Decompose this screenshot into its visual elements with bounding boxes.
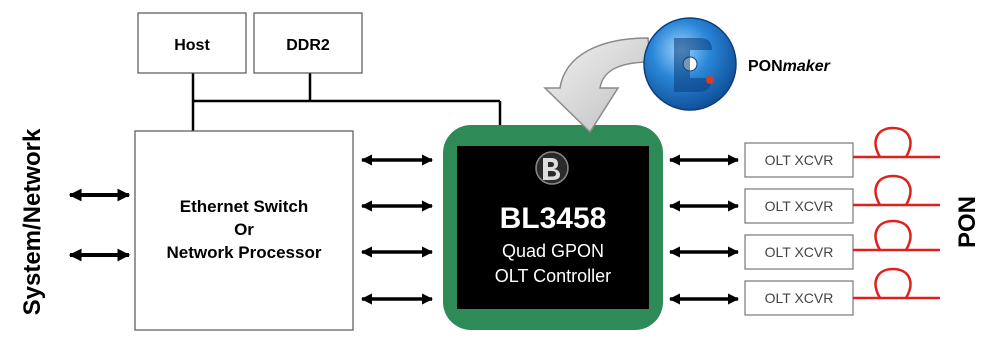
- curved-arrow-icon: [543, 37, 651, 134]
- pon-label: PON: [954, 196, 981, 248]
- fiber-loop-icon: [853, 267, 940, 300]
- transceiver-label: OLT XCVR: [765, 290, 834, 306]
- transceiver-label: OLT XCVR: [765, 152, 834, 168]
- chip-line2: OLT Controller: [495, 266, 611, 286]
- software-name: PONmaker: [748, 58, 831, 75]
- chip-line1: Quad GPON: [502, 241, 604, 261]
- ddr2-label: DDR2: [286, 37, 330, 54]
- memory-bus-lines: [191, 73, 502, 131]
- transceiver-box: [744, 142, 854, 178]
- transceiver-label: OLT XCVR: [765, 244, 834, 260]
- switch-label-line3: Network Processor: [167, 243, 322, 262]
- transceiver-label: OLT XCVR: [765, 198, 834, 214]
- software-name-suffix: maker: [783, 58, 831, 75]
- software-name-prefix: PON: [748, 58, 783, 75]
- host-box: [137, 12, 247, 74]
- software-disc-icon: [643, 17, 737, 111]
- ddr2-box: [253, 12, 363, 74]
- transceiver-box: [744, 280, 854, 316]
- transceiver-box: [744, 234, 854, 270]
- switch-label-line2: Or: [234, 220, 254, 239]
- host-label: Host: [174, 37, 210, 54]
- fiber-loop-icon: [853, 219, 940, 252]
- fiber-loop-icon: [853, 126, 940, 159]
- system-network-label: System/Network: [19, 128, 46, 315]
- chip-name: BL3458: [500, 202, 607, 235]
- ethernet-switch-box: [134, 130, 354, 331]
- transceiver-box: [744, 188, 854, 224]
- fiber-loop-icon: [853, 174, 940, 207]
- chip-logo-icon: [535, 151, 569, 185]
- switch-label-line1: Ethernet Switch: [180, 197, 308, 216]
